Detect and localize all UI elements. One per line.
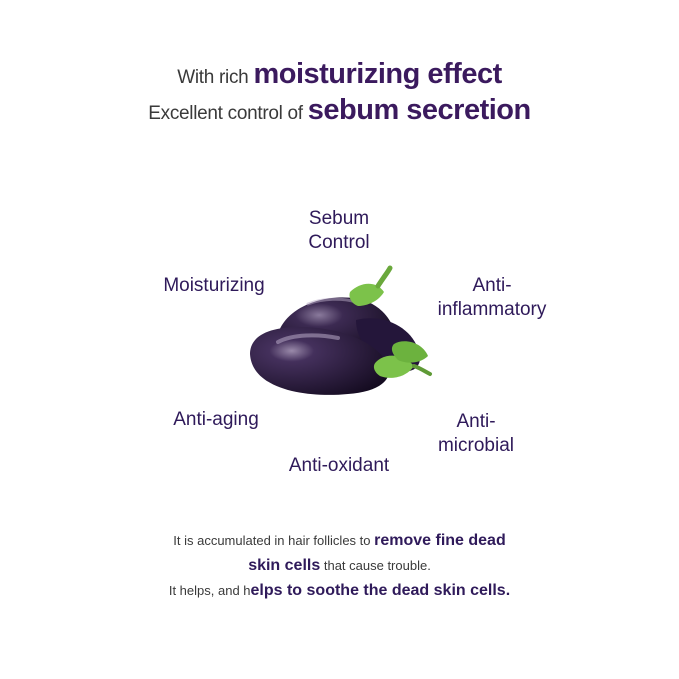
description-line-3: It helps, and helps to soothe the dead s… — [0, 582, 679, 600]
stem — [412, 364, 432, 376]
description-line-2-emphasis: skin cells — [248, 557, 321, 574]
headline-line-1-plain: With rich — [177, 67, 254, 88]
headline-line-1-emphasis: moisturizing effect — [253, 58, 502, 90]
benefit-anti-oxidant: Anti-oxidant — [288, 455, 390, 476]
benefit-sebum-line1: Sebum — [308, 208, 370, 229]
headline-line-1: With rich moisturizing effect — [0, 58, 679, 91]
highlight — [276, 333, 340, 344]
benefit-anti-inflammatory: Anti- inflammatory — [420, 274, 564, 322]
description-line-2: skin cells that cause trouble. — [0, 557, 679, 575]
calyx — [391, 341, 428, 363]
benefit-moisturizing: Moisturizing — [163, 275, 265, 296]
headline-line-2-emphasis: sebum secretion — [307, 94, 531, 126]
benefit-anti-microbial-line1: Anti- — [456, 411, 496, 432]
description-line-3-plain: It helps, and h — [168, 583, 251, 598]
headline-line-2-plain: Excellent control of — [148, 103, 308, 124]
benefit-sebum-control: Sebum Control — [286, 207, 392, 255]
description-line-3-emphasis: elps to soothe the dead skin cells. — [250, 582, 511, 599]
front-eggplant — [250, 327, 390, 395]
description-line-1-plain: It is accumulated in hair follicles to — [173, 533, 375, 548]
description-line-1-emphasis: remove fine dead — [374, 532, 506, 549]
stem — [375, 265, 393, 289]
benefit-anti-aging: Anti-aging — [173, 409, 259, 430]
eggplant-image — [250, 265, 432, 395]
headline-line-2: Excellent control of sebum secretion — [0, 94, 679, 127]
benefit-sebum-line2: Control — [308, 232, 370, 253]
description-line-1: It is accumulated in hair follicles to r… — [0, 532, 679, 550]
benefit-anti-inflammatory-line1: Anti- — [472, 275, 512, 296]
description-line-2-plain: that cause trouble. — [320, 558, 431, 573]
benefit-anti-inflammatory-line2: inflammatory — [437, 299, 547, 320]
benefit-anti-microbial-line2: microbial — [437, 435, 515, 456]
calyx — [349, 283, 384, 306]
benefit-anti-microbial: Anti- microbial — [424, 410, 528, 458]
